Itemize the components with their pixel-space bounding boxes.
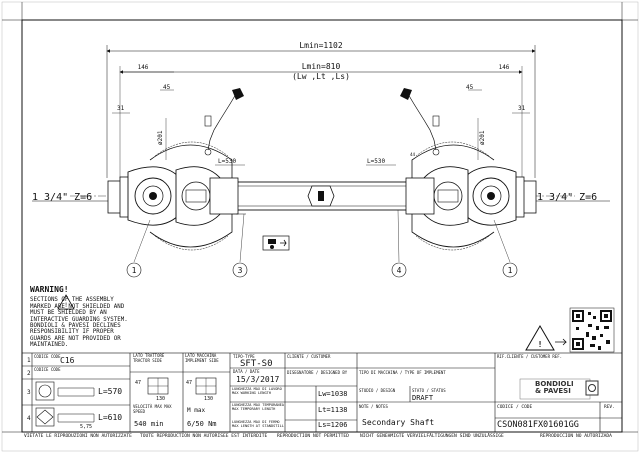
right-diameter-label: ø201 (479, 130, 486, 145)
section-a1: 47 (135, 380, 142, 386)
left-yoke-assembly (107, 88, 244, 251)
speed-label: VELOCITÀ MAX MAX SPEED (133, 404, 172, 414)
lmin-total-label: Lmin=1102 (299, 41, 343, 50)
part4-size: 5,75 (80, 424, 93, 430)
balloon-1-left-label: 1 (132, 266, 137, 275)
svg-text:!: ! (64, 302, 68, 309)
svg-text:1: 1 (27, 357, 31, 364)
type-label: TIPO-TYPE (233, 354, 255, 359)
lw-label: LUNGHEZZA MAX DI LAVORO MAX WORKING LENG… (232, 387, 282, 395)
small-44-label: 44 (410, 152, 416, 157)
notes-value: Secondary Shaft (362, 418, 435, 427)
lmin-inner-sub-label: (Lw ,Lt ,Ls) (292, 72, 350, 81)
balloon-4 (391, 262, 407, 278)
tractor-side-label: LATO TRATTORE TRACTOR SIDE (133, 353, 165, 363)
warning-block: WARNING! SECTIONS OF THE ASSEMBLY MARKED… (30, 285, 130, 349)
notes-label: NOTE / NOTES (359, 404, 388, 409)
balloon-1-left (126, 262, 142, 278)
shaft-tubes (209, 177, 435, 215)
left-diameter-label: ø201 (157, 130, 164, 145)
balloon-1-right (502, 262, 518, 278)
brand-text: BONDIOLI & PAVESI (535, 381, 574, 395)
part3-length: L=570 (98, 387, 123, 396)
brand-line-2: & PAVESI (535, 387, 571, 395)
code-label: CODICE / CODE (497, 405, 533, 410)
svg-text:3: 3 (27, 389, 31, 396)
speed-value: 540 min (134, 420, 164, 428)
section-a2: 47 (186, 380, 193, 386)
lt-value: Lt=1138 (318, 406, 348, 414)
lw-value: Lw=1038 (318, 390, 348, 398)
right-length-label: L=530 (367, 158, 385, 165)
brand-logo (519, 378, 599, 400)
ls-label: LUNGHEZZA MAX DI FERMO MAX LENGTH AT STA… (232, 420, 284, 428)
customer-label: CLIENTE / CUSTOMER (287, 354, 331, 359)
status-value: DRAFT (412, 394, 434, 402)
warning-title: WARNING! (30, 285, 69, 294)
qr-code (569, 307, 615, 353)
lmin-inner-label: Lmin=810 (302, 62, 341, 71)
svg-text:4: 4 (27, 415, 31, 422)
ls-value: Ls=1206 (318, 421, 348, 429)
balloon-1-right-label: 1 (508, 266, 513, 275)
code-value: CSON081FX01601GG (497, 420, 579, 430)
footer-en: REPRODUCTION NOT PERMITTED (277, 434, 349, 439)
date-label: DATA / DATE (233, 369, 260, 374)
lt-label: LUNGHEZZA MAX TEMPORANEA MAX TEMPORARY L… (232, 403, 284, 411)
brand-line-1: BONDIOLI (535, 380, 574, 388)
status-label: STATO / STATUS (412, 388, 446, 393)
left-31-label: 31 (117, 105, 125, 112)
footer-es: REPRODUCCION NO AUTORIZADA (540, 434, 612, 439)
section-b2: 130 (204, 396, 214, 402)
date-value: 15/3/2017 (236, 375, 280, 384)
part-row-icons (35, 381, 95, 427)
balloon-3 (232, 262, 248, 278)
svg-text:!: ! (538, 340, 543, 349)
warning-triangle-icon: ! (57, 294, 75, 310)
left-offset-label: 146 (138, 64, 149, 71)
type-value: SFT-S0 (240, 359, 273, 369)
left-45-label: 45 (163, 84, 171, 91)
right-31-label: 31 (518, 105, 526, 112)
footer-fr: TOUTE REPRODUCTION NON AUTORISEE EST INT… (140, 434, 268, 439)
warning-text: SECTIONS OF THE ASSEMBLY MARKED ARE NOT … (30, 297, 128, 349)
balloon-4-label: 4 (397, 266, 402, 275)
title-block (21, 352, 623, 433)
shaft-right-label: 1 3/4" Z=6 (537, 192, 597, 203)
design-label: STUDIO / DESIGN (359, 388, 396, 393)
tractor-icon (262, 235, 290, 251)
cross-section-sketches (147, 377, 217, 395)
part2-code-label: CODICE CODE (34, 367, 61, 372)
implement-side-label: LATO MACCHINA IMPLEMENT SIDE (185, 353, 219, 363)
designed-by-label: DISEGNATORE / DESIGNED BY (287, 370, 348, 375)
rev-label: REV. (604, 405, 615, 410)
hazard-triangle-icon: ! (525, 325, 567, 351)
implement-type-label: TIPO DI MACCHINA / TYPE OF IMPLEMENT (359, 370, 446, 375)
right-45-label: 45 (466, 84, 474, 91)
section-b1: 130 (156, 396, 166, 402)
customer-ref-label: RIF.CLIENTE / CUSTOMER REF. (497, 354, 563, 359)
balloon-group: 1 3 4 1 (126, 209, 518, 278)
torque-value: 6/50 Nm (187, 420, 217, 428)
svg-text:2: 2 (27, 370, 31, 377)
part1-code-label: CODICE CODE (34, 354, 61, 359)
torque-label: M max (187, 407, 206, 414)
shaft-left-label: 1 3/4" Z=6 (32, 192, 92, 203)
part1-code: C16 (60, 356, 75, 365)
right-offset-label: 146 (499, 64, 510, 71)
footer-de: NICHT GENEHMIGTE VERVIELFÄLTIGUNGEN SIND… (360, 434, 504, 439)
part4-length: L=610 (98, 413, 123, 422)
right-yoke-assembly (400, 88, 537, 251)
footer-it: VIETATE LE RIPRODUZIONI NON AUTORIZZATE (24, 434, 132, 439)
left-length-label: L=530 (218, 158, 236, 165)
balloon-3-label: 3 (238, 266, 243, 275)
